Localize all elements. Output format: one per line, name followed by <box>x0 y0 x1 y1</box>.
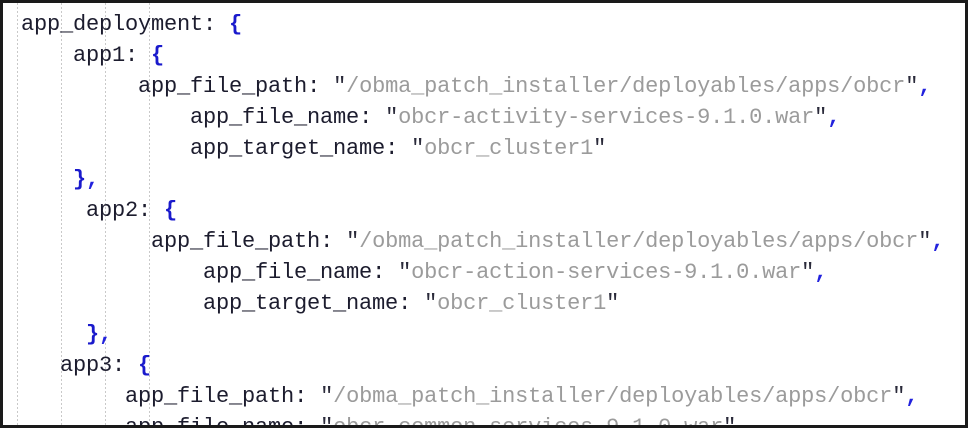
code-line[interactable]: app1: { <box>3 40 965 71</box>
code-key: app_deployment <box>21 12 204 37</box>
code-colon: : <box>203 12 230 37</box>
code-line[interactable]: app_file_path: "/obma_patch_installer/de… <box>3 71 965 102</box>
code-key: app_target_name <box>203 291 399 316</box>
code-line[interactable]: }, <box>3 164 965 195</box>
code-key: app3 <box>60 353 113 378</box>
code-key: app_file_path <box>138 74 308 99</box>
code-comma: , <box>86 167 100 192</box>
line-indent <box>21 291 203 316</box>
line-indent <box>21 353 60 378</box>
code-quote-open: " <box>346 229 360 254</box>
code-quote-open: " <box>320 384 334 409</box>
code-key: app_file_name <box>125 415 294 425</box>
code-line[interactable]: app_deployment: { <box>3 9 965 40</box>
code-key: app_file_path <box>125 384 295 409</box>
code-brace: { <box>138 353 152 378</box>
code-string-value: obcr-action-services-9.1.0.war <box>411 260 802 285</box>
code-string-value: /obma_patch_installer/deployables/apps/o… <box>346 74 906 99</box>
code-quote-open: " <box>398 260 412 285</box>
code-line-list[interactable]: app_deployment: { app1: { app_file_path:… <box>3 9 965 425</box>
code-string-value: obcr_cluster1 <box>437 291 607 316</box>
code-quote-close: " <box>606 291 620 316</box>
code-brace: { <box>229 12 243 37</box>
code-string-value: obcr-activity-services-9.1.0.war <box>398 105 815 130</box>
code-key: app1 <box>73 43 126 68</box>
code-quote-close: " <box>801 260 815 285</box>
code-quote-open: " <box>320 415 333 425</box>
code-quote-open: " <box>411 136 425 161</box>
code-brace: { <box>164 198 178 223</box>
code-line[interactable]: app_file_name: "obcr-common-services-9.1… <box>3 412 965 425</box>
code-brace: } <box>73 167 87 192</box>
code-line[interactable]: app_target_name: "obcr_cluster1" <box>3 133 965 164</box>
code-quote-close: " <box>814 105 828 130</box>
code-line[interactable]: app2: { <box>3 195 965 226</box>
code-comma: , <box>918 74 932 99</box>
line-indent <box>21 74 138 99</box>
code-key: app_file_path <box>151 229 321 254</box>
code-quote-close: " <box>918 229 932 254</box>
code-quote-open: " <box>333 74 347 99</box>
code-key: app_file_name <box>190 105 360 130</box>
code-colon: : <box>112 353 139 378</box>
code-colon: : <box>320 229 347 254</box>
code-string-value: obcr_cluster1 <box>424 136 594 161</box>
code-brace: } <box>86 322 100 347</box>
line-indent <box>21 322 86 347</box>
code-key: app2 <box>86 198 139 223</box>
code-quote-close: " <box>723 415 736 425</box>
line-indent <box>21 229 151 254</box>
code-line[interactable]: }, <box>3 319 965 350</box>
code-quote-close: " <box>593 136 607 161</box>
line-indent <box>21 136 190 161</box>
line-indent <box>21 105 190 130</box>
code-comma: , <box>814 260 828 285</box>
code-quote-close: " <box>892 384 906 409</box>
line-indent <box>21 167 73 192</box>
code-comma: , <box>905 384 919 409</box>
code-colon: : <box>359 105 386 130</box>
code-comma: , <box>931 229 945 254</box>
code-line[interactable]: app_file_path: "/obma_patch_installer/de… <box>3 226 965 257</box>
code-colon: : <box>398 291 425 316</box>
code-colon: : <box>307 74 334 99</box>
code-line[interactable]: app_file_path: "/obma_patch_installer/de… <box>3 381 965 412</box>
code-line[interactable]: app3: { <box>3 350 965 381</box>
code-colon: : <box>385 136 412 161</box>
code-comma: , <box>736 415 749 425</box>
code-comma: , <box>99 322 113 347</box>
line-indent <box>21 260 203 285</box>
code-key: app_file_name <box>203 260 373 285</box>
code-line[interactable]: app_file_name: "obcr-action-services-9.1… <box>3 257 965 288</box>
code-key: app_target_name <box>190 136 386 161</box>
code-colon: : <box>138 198 165 223</box>
code-colon: : <box>294 384 321 409</box>
code-editor-area[interactable]: app_deployment: { app1: { app_file_path:… <box>3 3 965 425</box>
code-colon: : <box>372 260 399 285</box>
code-brace: { <box>151 43 165 68</box>
code-line[interactable]: app_target_name: "obcr_cluster1" <box>3 288 965 319</box>
code-colon: : <box>294 415 320 425</box>
code-colon: : <box>125 43 152 68</box>
code-comma: , <box>827 105 841 130</box>
line-indent <box>21 198 86 223</box>
code-quote-open: " <box>385 105 399 130</box>
code-string-value: /obma_patch_installer/deployables/apps/o… <box>359 229 919 254</box>
code-line[interactable]: app_file_name: "obcr-activity-services-9… <box>3 102 965 133</box>
line-indent <box>21 43 73 68</box>
code-string-value: obcr-common-services-9.1.0.war <box>333 415 723 425</box>
code-quote-close: " <box>905 74 919 99</box>
line-indent <box>21 384 125 409</box>
code-quote-open: " <box>424 291 438 316</box>
line-indent <box>21 415 125 425</box>
code-string-value: /obma_patch_installer/deployables/apps/o… <box>333 384 893 409</box>
